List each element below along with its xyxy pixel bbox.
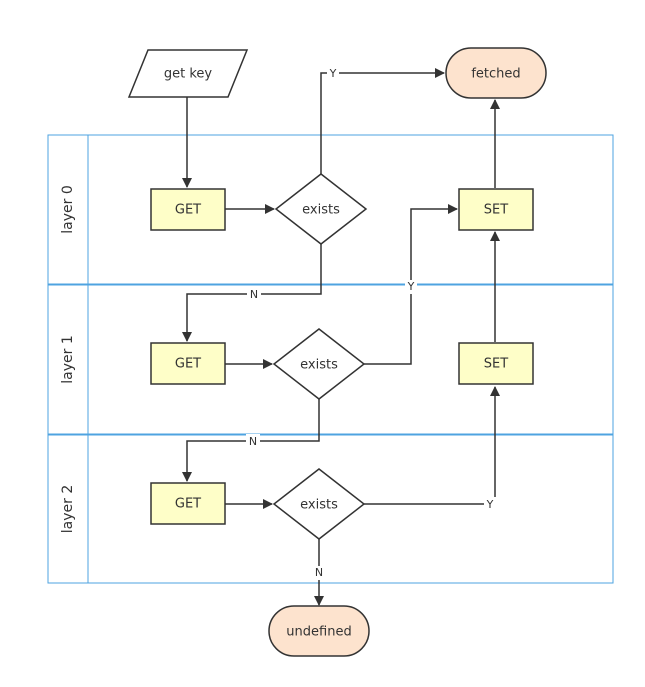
node-get-layer-1-label: GET [175,357,201,372]
node-get-layer-1: GET [150,342,226,385]
edge-exists2-yes-to-set1 [364,386,500,505]
edge-label-yes-0: Y [329,67,337,80]
node-exists-layer-1: exists [272,328,366,400]
edge-label-yes-2: Y [486,498,494,511]
node-fetched: fetched [445,47,547,99]
node-get-key: get key [127,49,249,98]
node-get-layer-0: GET [150,188,226,231]
swimlane-layer-0: layer 0 [47,134,614,285]
node-undefined: undefined [268,605,370,657]
swimlane-layer-2: layer 2 [47,434,614,584]
edge-label-yes-1: Y [407,280,415,293]
node-get-layer-2: GET [150,482,226,525]
lane-label-layer-1: layer 1 [60,335,76,383]
lane-label-layer-2: layer 2 [60,485,76,533]
edge-exists0-yes-to-fetched [320,68,445,174]
node-exists-layer-0-label: exists [302,203,340,218]
node-exists-layer-2: exists [272,468,366,540]
node-undefined-label: undefined [286,625,351,640]
node-set-layer-1-label: SET [484,357,508,372]
edge-label-no-1: N [249,435,257,448]
lane-label-layer-0: layer 0 [60,185,76,233]
edge-label-no-2: N [315,566,323,579]
node-get-key-label: get key [164,67,213,82]
node-exists-layer-0: exists [274,173,368,245]
node-get-layer-2-label: GET [175,497,201,512]
node-set-layer-0: SET [458,188,534,231]
node-set-layer-1: SET [458,342,534,385]
node-fetched-label: fetched [471,67,520,82]
node-exists-layer-2-label: exists [300,498,338,513]
edge-label-no-0: N [250,288,258,301]
node-get-layer-0-label: GET [175,203,201,218]
swimlane-layer-1: layer 1 [47,284,614,435]
node-set-layer-0-label: SET [484,203,508,218]
node-exists-layer-1-label: exists [300,358,338,373]
